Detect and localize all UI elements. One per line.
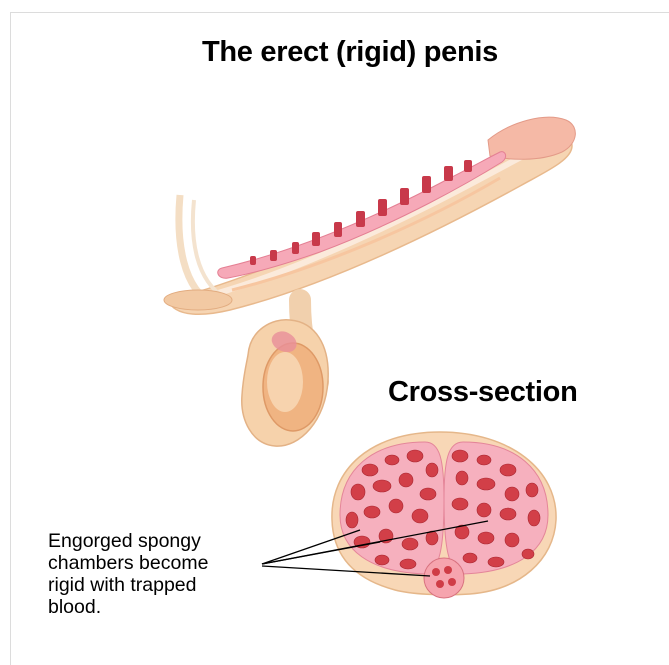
annotation-line-1: Engorged spongy bbox=[48, 530, 278, 552]
annotation-line-2: chambers become bbox=[48, 552, 278, 574]
annotation-line-3: rigid with trapped bbox=[48, 574, 278, 596]
penile-bulb bbox=[164, 290, 232, 310]
cross-section-illustration bbox=[332, 432, 556, 598]
annotation-caption: Engorged spongy chambers become rigid wi… bbox=[48, 530, 278, 618]
annotation-line-4: blood. bbox=[48, 596, 278, 618]
urethral-chamber bbox=[424, 558, 464, 598]
cross-section-label: Cross-section bbox=[388, 376, 578, 409]
